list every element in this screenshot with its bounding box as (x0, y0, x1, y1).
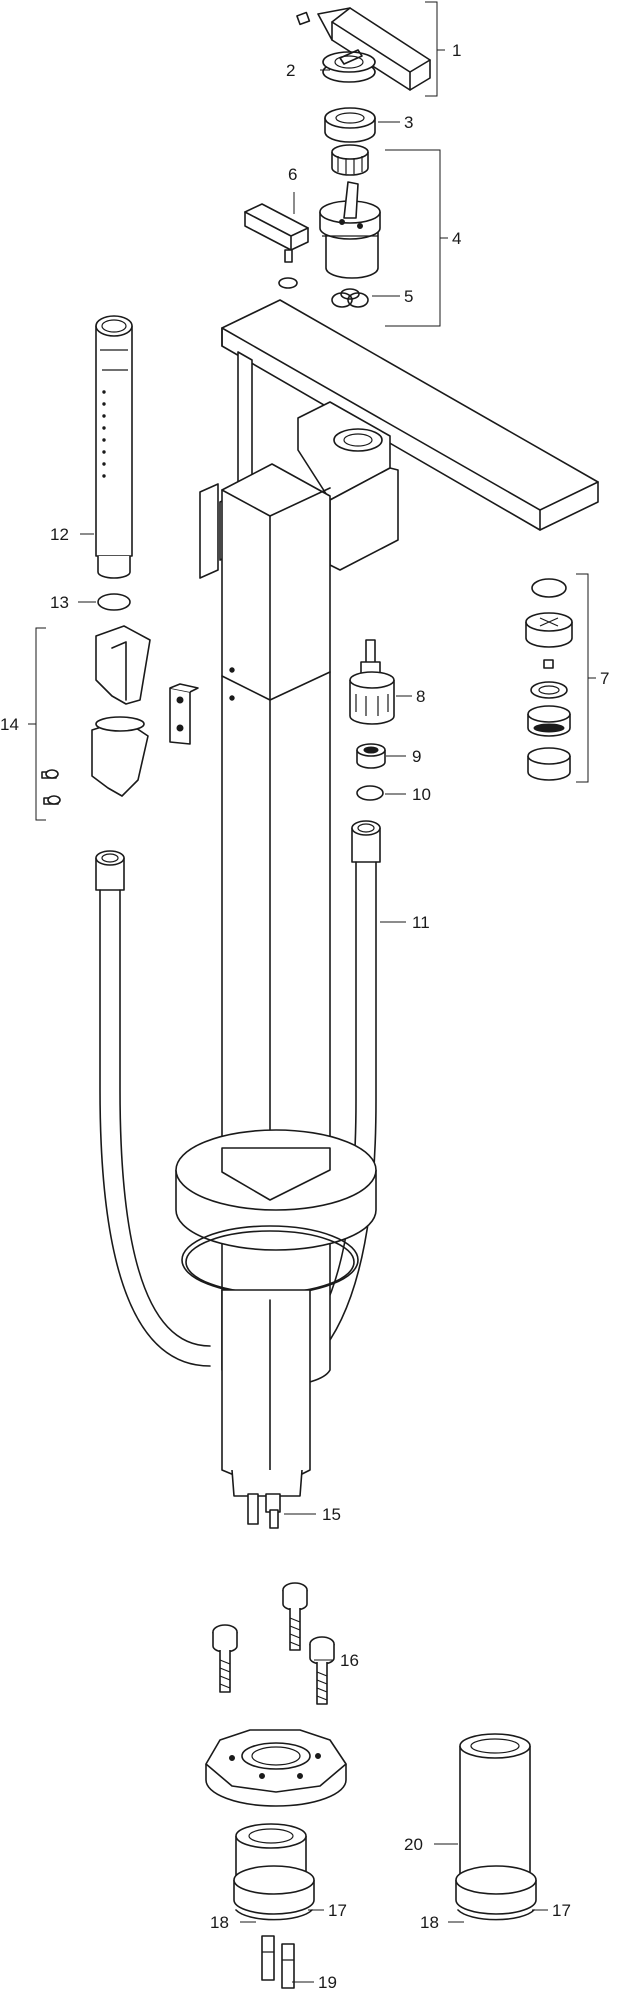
callout-15: 15 (322, 1505, 341, 1524)
callout-19: 19 (318, 1973, 337, 1992)
part-4-cartridge (319, 144, 381, 279)
callout-16: 16 (340, 1651, 359, 1670)
mounting-plate (205, 1729, 347, 1807)
part-9-nut (356, 743, 386, 769)
callout-10: 10 (412, 785, 431, 804)
callout-18-right: 18 (420, 1913, 439, 1932)
callout-13: 13 (50, 593, 69, 612)
spout-body-column (199, 299, 599, 1201)
callout-3: 3 (404, 113, 413, 132)
part-16-bolts (212, 1582, 335, 1705)
callout-17-right: 17 (552, 1901, 571, 1920)
base-flange-and-lower-body (175, 1129, 377, 1529)
part-7-aerator-set (525, 578, 573, 781)
part-5-seal-rings (331, 288, 369, 308)
part-20-extension-sleeve (455, 1733, 537, 1921)
callout-12: 12 (50, 525, 69, 544)
callout-17-left: 17 (328, 1901, 347, 1920)
part-3-cover-ring (324, 107, 376, 143)
part-1-handle-lever (296, 7, 431, 91)
callout-11: 11 (412, 913, 430, 932)
part-8-diverter (349, 639, 395, 725)
callout-2: 2 (286, 61, 295, 80)
part-12-hand-shower (95, 315, 133, 579)
callout-9: 9 (412, 747, 421, 766)
part-10-o-ring (356, 785, 384, 801)
callout-14: 14 (0, 715, 19, 734)
part-6-indicator (244, 203, 309, 289)
callout-18-left: 18 (210, 1913, 229, 1932)
callout-20: 20 (404, 1835, 423, 1854)
leader-lines (28, 1, 596, 1983)
callout-7: 7 (600, 669, 609, 688)
part-13-washer (97, 593, 131, 611)
callout-5: 5 (404, 287, 413, 306)
callout-4: 4 (452, 229, 461, 248)
callout-6: 6 (288, 165, 297, 184)
callout-1: 1 (452, 41, 461, 60)
part-2-adapter (322, 49, 376, 83)
callout-8: 8 (416, 687, 425, 706)
install-sleeve-left (233, 1823, 315, 1921)
part-14-holder-set (41, 625, 199, 805)
part-19-pins (261, 1935, 295, 1989)
